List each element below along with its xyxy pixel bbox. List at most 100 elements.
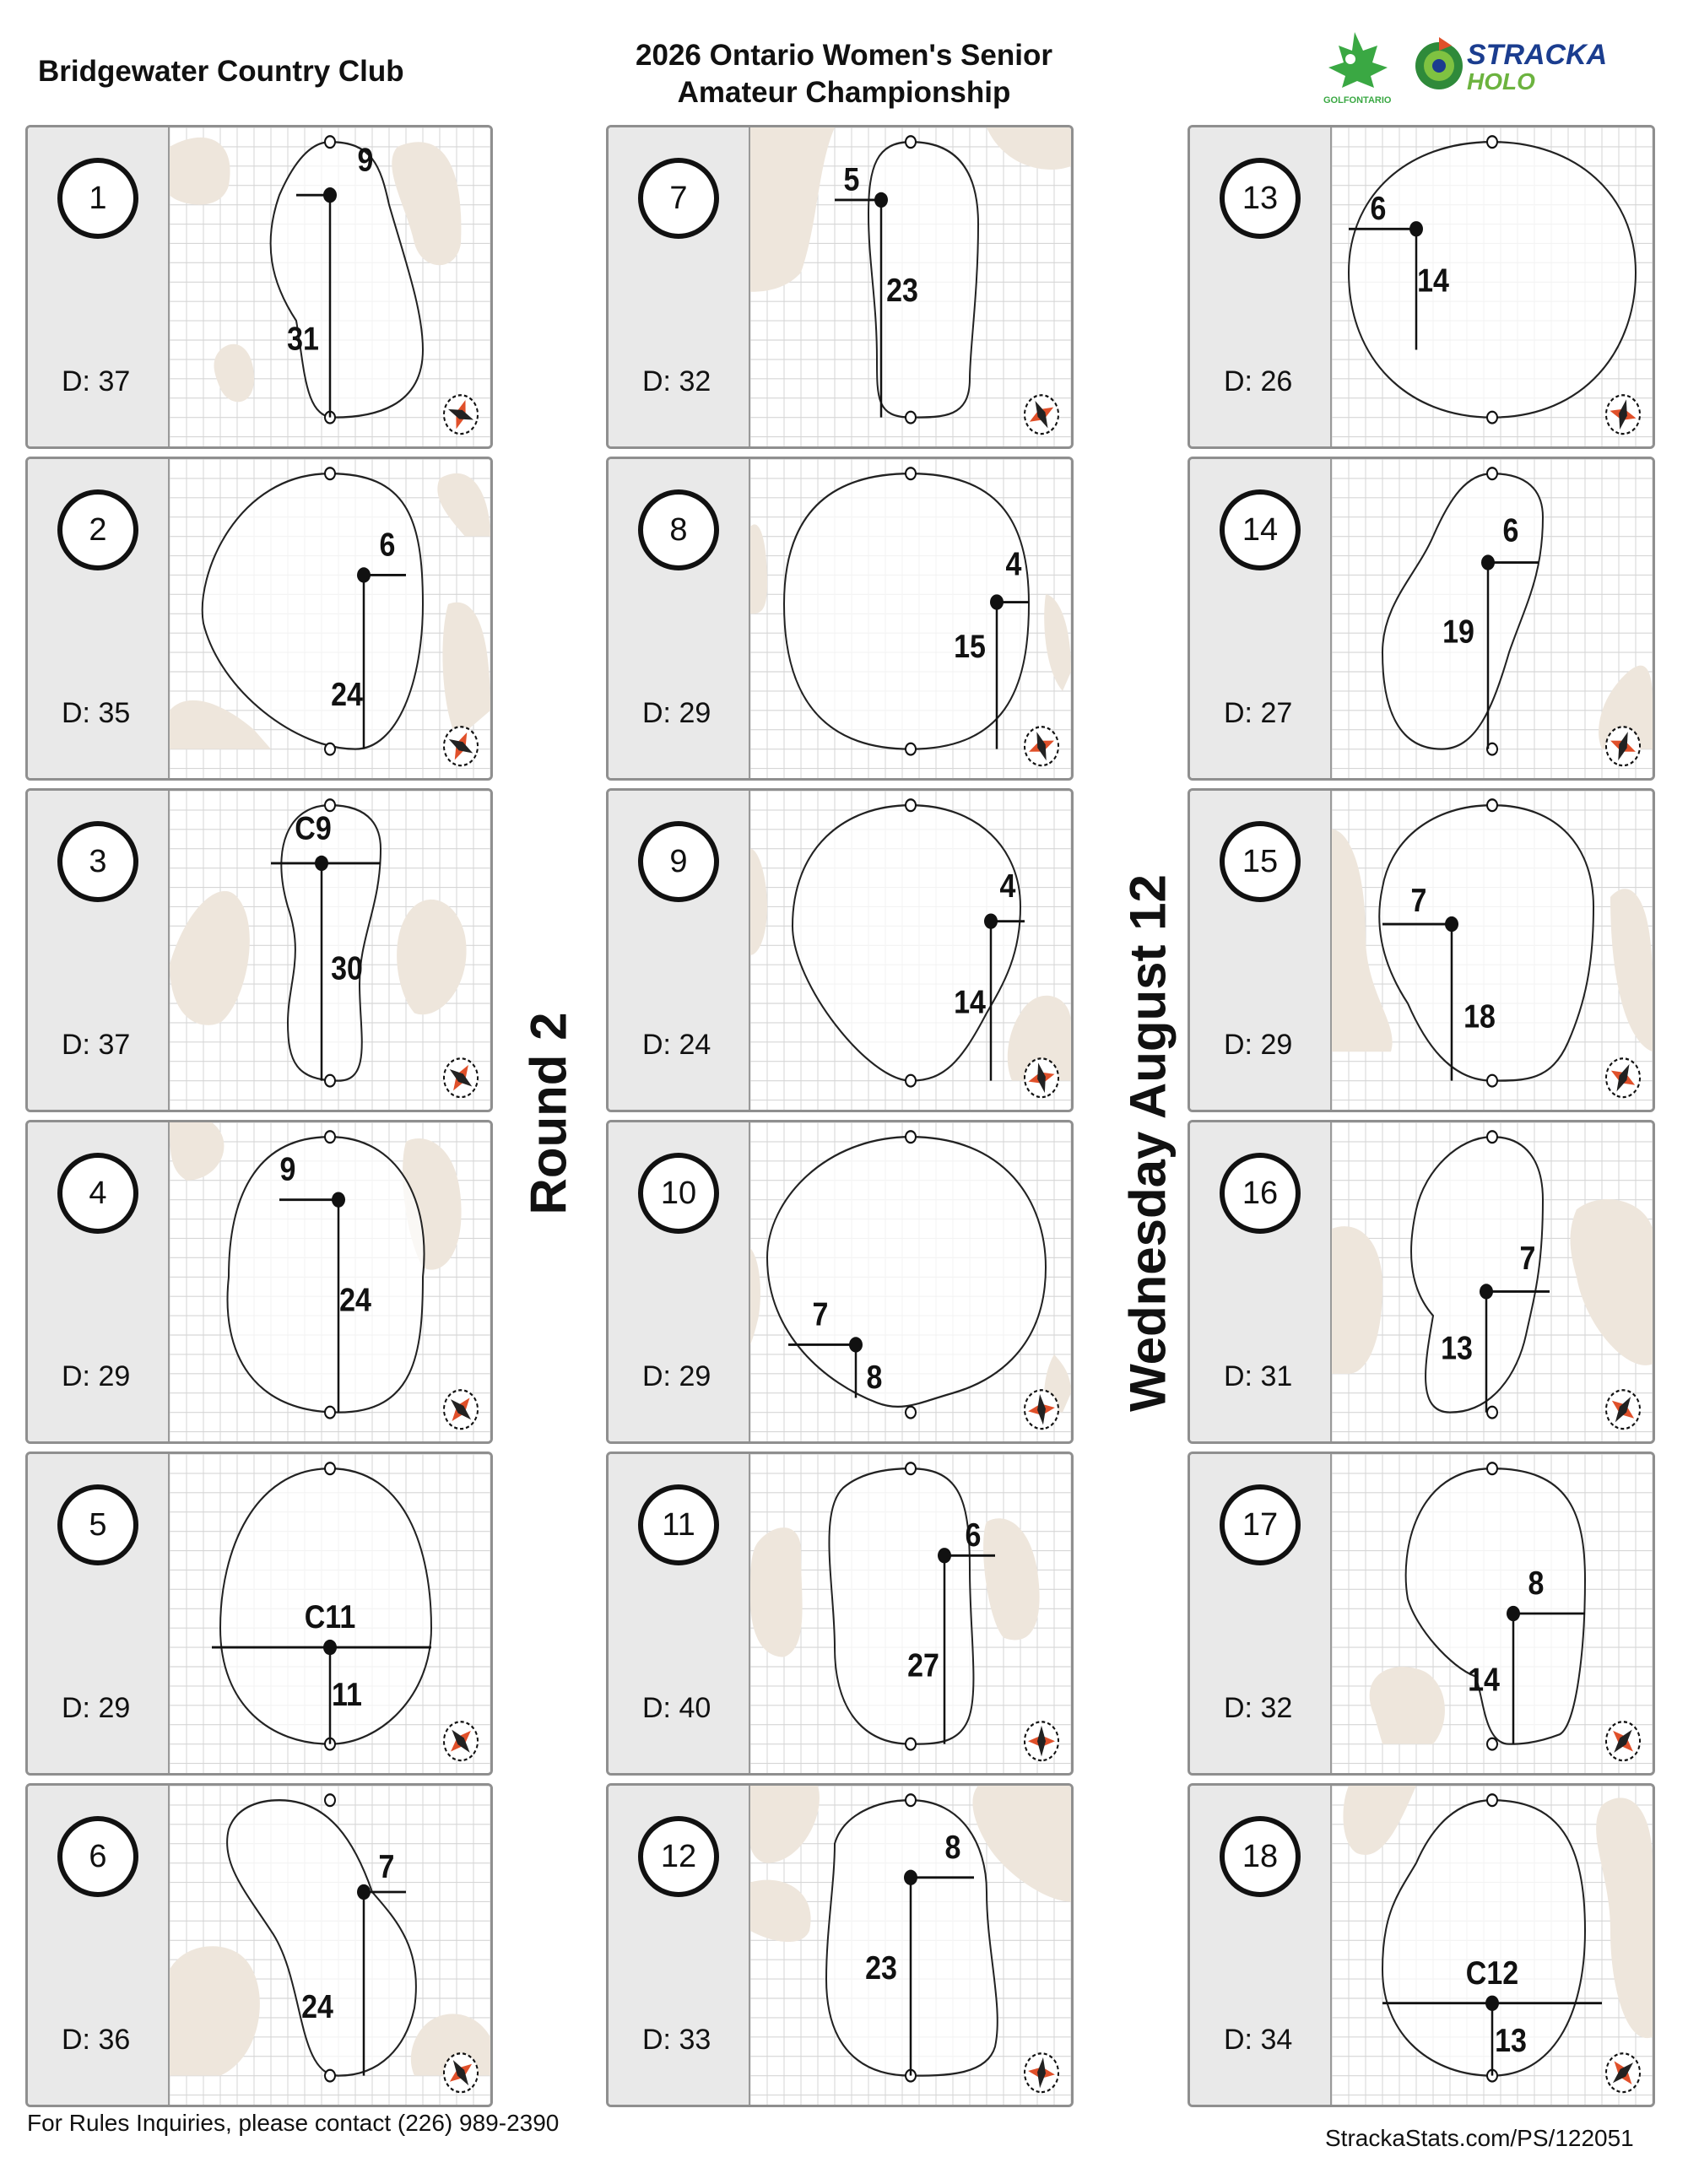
pin-location <box>938 1548 951 1564</box>
front-distance-label: 23 <box>865 1949 897 1987</box>
pin-location <box>849 1337 863 1353</box>
green-back-marker <box>905 1793 917 1808</box>
green-diagram: 823 <box>750 1786 1071 2105</box>
hole-number: 16 <box>1220 1153 1301 1234</box>
pin-location <box>1480 1284 1493 1300</box>
green-front-marker <box>1486 1073 1498 1088</box>
bunker <box>987 127 1071 170</box>
green-back-marker <box>905 467 917 481</box>
side-distance-label: 7 <box>1411 882 1427 919</box>
green-back-marker <box>1486 467 1498 481</box>
front-distance-label: 23 <box>886 272 918 309</box>
bunker <box>1570 1199 1653 1365</box>
green-outline <box>867 141 980 419</box>
compass-icon <box>443 1721 479 1762</box>
green-diagram: 415 <box>750 459 1071 778</box>
hole-number: 15 <box>1220 821 1301 902</box>
event-title-line1: 2026 Ontario Women's Senior <box>636 39 1052 72</box>
green-front-marker <box>324 1405 336 1419</box>
bunker <box>170 890 250 1025</box>
green-diagram: 523 <box>750 127 1071 446</box>
green-diagram: 614 <box>1332 127 1653 446</box>
hole-number: 2 <box>57 489 138 570</box>
pin-location <box>984 913 998 929</box>
side-distance-label: 8 <box>1528 1565 1545 1602</box>
green-front-marker <box>905 1405 917 1419</box>
bunker <box>750 1247 760 1345</box>
compass-icon <box>1605 2052 1641 2094</box>
hole-number: 9 <box>638 821 719 902</box>
green-outline <box>1410 1136 1545 1414</box>
compass-icon <box>1605 394 1641 435</box>
bunker <box>170 1946 260 2076</box>
green-outline <box>791 804 1022 1082</box>
hole-number: 7 <box>638 158 719 239</box>
hole-number: 12 <box>638 1816 719 1897</box>
bunker <box>170 137 230 205</box>
green-depth: D: 32 <box>1224 1692 1293 1724</box>
hole-number: 4 <box>57 1153 138 1234</box>
pin-location <box>1481 554 1495 570</box>
hole-number: 14 <box>1220 489 1301 570</box>
compass-icon <box>443 2052 479 2094</box>
green-outline <box>1381 1799 1587 2077</box>
compass-icon <box>1605 1721 1641 1762</box>
pin-location <box>315 855 328 872</box>
green-depth: D: 37 <box>62 365 131 397</box>
sponsor-logos: GOLFONTARIO STRACKA HOLO <box>1323 32 1607 105</box>
bunker <box>750 127 835 292</box>
front-distance-label: 19 <box>1442 613 1474 650</box>
green-outline <box>201 473 425 750</box>
bunker <box>1332 1226 1382 1374</box>
bunker <box>972 1786 1071 1902</box>
front-distance-label: 27 <box>907 1646 939 1684</box>
green-front-marker <box>324 1073 336 1088</box>
compass-icon <box>443 1057 479 1099</box>
green-diagram: 414 <box>750 791 1071 1110</box>
side-distance-label: 6 <box>966 1516 982 1554</box>
pin-location <box>1445 916 1458 933</box>
compass-icon <box>443 1389 479 1430</box>
green-back-marker <box>324 1793 336 1808</box>
green-back-marker <box>905 135 917 149</box>
green-back-marker <box>1486 798 1498 813</box>
footer-url[interactable]: StrackaStats.com/PS/122051 <box>1325 2125 1634 2151</box>
green-back-marker <box>1486 1793 1498 1808</box>
course-name: Bridgewater Country Club <box>38 55 404 88</box>
pin-location <box>874 192 888 208</box>
round-label: Round 2 <box>520 1012 577 1215</box>
hole-number: 3 <box>57 821 138 902</box>
bunker <box>983 1518 1040 1641</box>
green-diagram: 814 <box>1332 1454 1653 1773</box>
event-title-line2: Amateur Championship <box>677 76 1011 109</box>
green-back-marker <box>324 135 336 149</box>
green-front-marker <box>324 742 336 756</box>
bunker <box>750 1527 803 1657</box>
side-distance-label: 7 <box>1520 1240 1536 1277</box>
green-depth: D: 29 <box>642 1360 711 1392</box>
side-distance-label: 7 <box>379 1848 395 1885</box>
golf-ontario-text: GOLFONTARIO <box>1323 95 1392 105</box>
side-distance-label: 6 <box>1371 190 1387 227</box>
compass-icon <box>1024 1057 1059 1099</box>
front-distance-label: 15 <box>954 628 986 665</box>
golf-ontario-logo: GOLFONTARIO <box>1323 32 1392 105</box>
green-front-marker <box>905 742 917 756</box>
green-diagram: 931 <box>170 127 490 446</box>
